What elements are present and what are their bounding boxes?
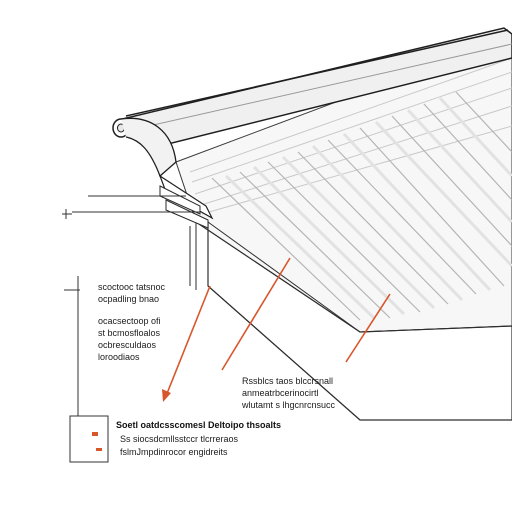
fascia-board [189, 221, 512, 421]
arrow-center-leader [221, 257, 291, 371]
edge-bracket [159, 185, 209, 229]
label-mid-left-line-3: ocbresculdaos [98, 340, 157, 350]
label-mid-left-line-2: st bcmosfloalos [98, 328, 161, 338]
arrow-left-leader [165, 285, 211, 397]
legend-swatch-box [69, 415, 109, 463]
label-mid-left: ocacsectoop ofi st bcmosfloalos ocbrescu… [98, 316, 161, 362]
label-mid-left-line-4: loroodiaos [98, 352, 140, 362]
legend-marker-2 [96, 448, 102, 451]
label-center-line-3: wlutamt s lhgcnrcnsucc [241, 400, 336, 410]
arrow-left-head [162, 389, 171, 402]
gutter-roll [112, 27, 512, 220]
legend-line-1: Soetl oatdcsscomesl Deltoipo thsoalts [116, 420, 281, 430]
label-top-left-line-2: ocpadling bnao [98, 294, 159, 304]
accent-arrows [162, 257, 391, 402]
label-center: Rssblcs taos blccrsnall anmeatrbcerinoci… [241, 376, 336, 410]
label-top-left-line-1: scoctooc tatsnoc [98, 282, 166, 292]
label-mid-left-line-1: ocacsectoop ofi [98, 316, 161, 326]
legend-line-2: Ss siocsdcmllsstccr tlcrreraos [120, 434, 239, 444]
label-top-left: scoctooc tatsnoc ocpadling bnao [98, 282, 166, 304]
corrugated-roof-panels [175, 35, 512, 333]
arrow-right-leader [345, 293, 391, 363]
label-center-line-1: Rssblcs taos blccrsnall [242, 376, 333, 386]
legend-line-3: fslmJmpdinrocor engidreits [120, 447, 228, 457]
legend-marker-1 [92, 432, 98, 436]
legend: Soetl oatdcsscomesl Deltoipo thsoalts Ss… [69, 415, 281, 463]
label-center-line-2: anmeatrbcerinocirtl [242, 388, 319, 398]
